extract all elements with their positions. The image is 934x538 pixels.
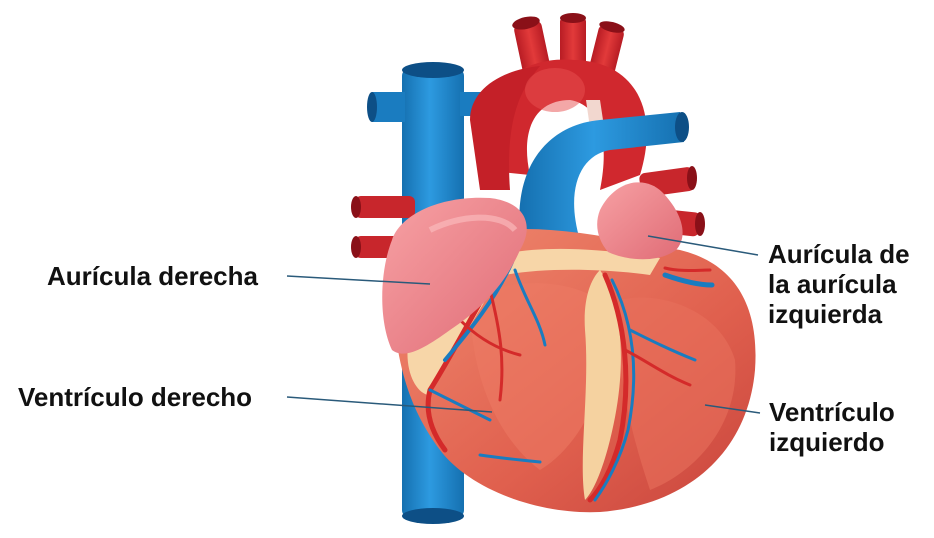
- label-right-ventricle: Ventrículo derecho: [18, 382, 252, 412]
- label-left-atrium-line-1: Aurícula de: [768, 239, 910, 269]
- label-left-atrium-line-3: izquierda: [768, 299, 910, 329]
- label-right-atrium: Aurícula derecha: [47, 261, 258, 291]
- label-left-atrium-line-2: la aurícula: [768, 269, 910, 299]
- label-left-ventricle: Ventrículo izquierdo: [769, 397, 895, 457]
- left-atrium: [597, 182, 682, 259]
- label-left-ventricle-line-2: izquierdo: [769, 427, 895, 457]
- label-left-ventricle-line-1: Ventrículo: [769, 397, 895, 427]
- label-left-atrium: Aurícula de la aurícula izquierda: [768, 239, 910, 329]
